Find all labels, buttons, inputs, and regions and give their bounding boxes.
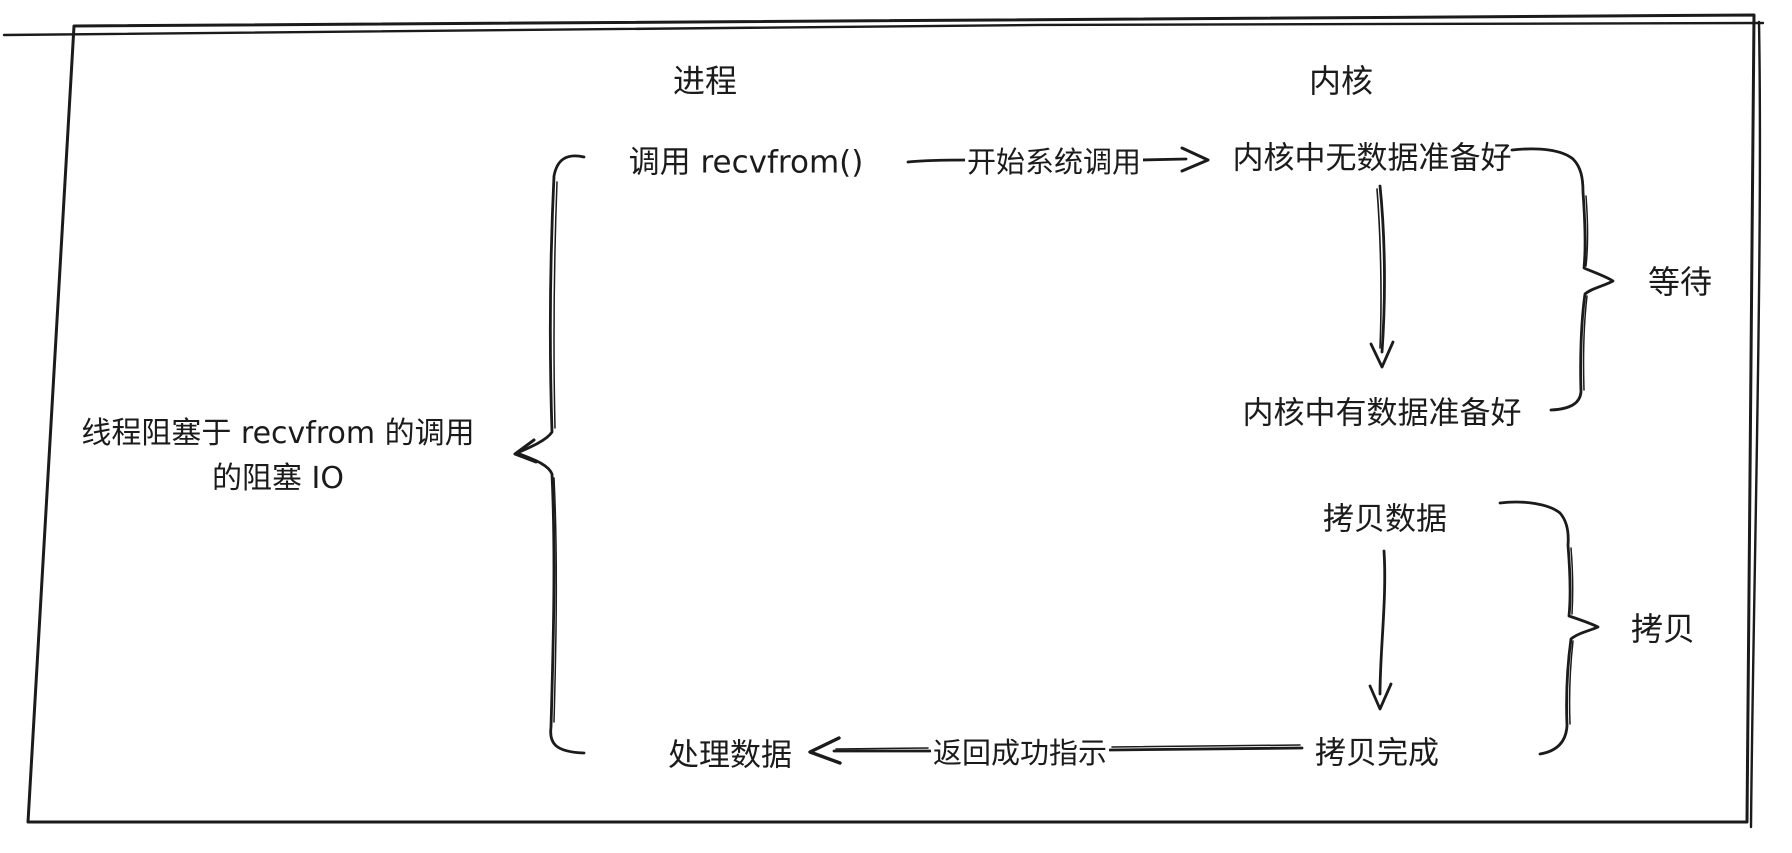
frame-border: [2, 13, 1765, 829]
call-recvfrom-label: 调用 recvfrom(): [628, 144, 864, 181]
wait-brace-label: 等待: [1647, 263, 1713, 301]
copy-down-arrow: [1368, 549, 1393, 711]
blocking-io-note-line1: 线程阻塞于 recvfrom 的调用: [81, 416, 475, 451]
copy-done-label: 拷贝完成: [1315, 735, 1439, 772]
start-syscall-arrow-label: 开始系统调用: [964, 139, 1144, 181]
blocking-io-note-line2: 的阻塞 IO: [212, 461, 344, 496]
start-syscall-arrow: [906, 146, 1210, 173]
kernel-column-header: 内核: [1308, 62, 1374, 100]
copy-brace-label: 拷贝: [1630, 610, 1696, 648]
wait-brace: [1510, 147, 1615, 412]
blocking-io-note: 线程阻塞于 recvfrom 的调用 的阻塞 IO: [81, 411, 474, 501]
left-brace: [513, 154, 586, 755]
wait-down-arrow: [1369, 184, 1395, 369]
left-brace-arrowhead: [513, 438, 538, 464]
copy-brace: [1498, 500, 1600, 756]
process-column-header: 进程: [672, 62, 738, 100]
handle-data-label: 处理数据: [668, 737, 792, 774]
kernel-no-data-label: 内核中无数据准备好: [1232, 140, 1512, 177]
return-success-arrow: [808, 736, 1304, 765]
return-success-arrow-label: 返回成功指示: [930, 730, 1110, 772]
copy-data-label: 拷贝数据: [1323, 501, 1447, 538]
kernel-data-ready-label: 内核中有数据准备好: [1242, 395, 1522, 432]
